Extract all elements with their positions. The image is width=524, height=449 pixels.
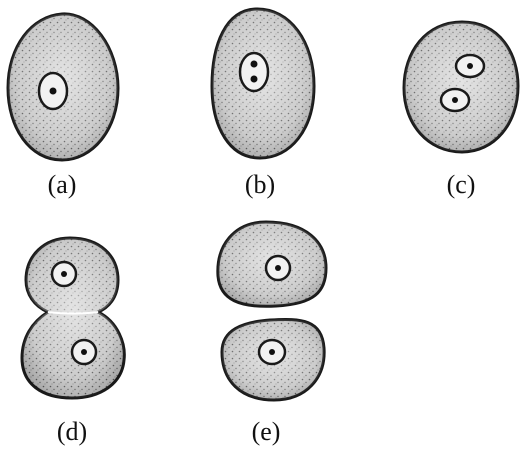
- nucleolus: [81, 349, 87, 355]
- nucleolus: [467, 63, 473, 69]
- nucleus-e-lower: [259, 340, 285, 364]
- nucleolus: [251, 61, 258, 68]
- panel-d: [22, 238, 124, 398]
- panel-b: [212, 9, 314, 158]
- nucleus-b: [240, 53, 268, 91]
- nucleus-d-upper: [52, 262, 76, 286]
- nucleolus: [269, 349, 275, 355]
- label-a: (a): [48, 170, 77, 199]
- cell-d-dividing: [22, 238, 124, 398]
- nucleus-a: [39, 73, 67, 109]
- panel-e: [218, 222, 326, 400]
- label-c: (c): [447, 170, 476, 199]
- nucleolus: [50, 88, 57, 95]
- nucleus-e-upper: [266, 256, 290, 280]
- cell-c: [404, 22, 518, 152]
- label-d: (d): [57, 417, 87, 446]
- nucleolus: [452, 97, 458, 103]
- label-e: (e): [252, 417, 281, 446]
- panel-a: [8, 14, 118, 160]
- nucleus-d-lower: [72, 340, 96, 364]
- nucleolus: [275, 265, 281, 271]
- nucleolus: [251, 76, 258, 83]
- nucleus-c-lower: [441, 89, 469, 111]
- label-b: (b): [245, 170, 275, 199]
- nucleolus: [61, 271, 67, 277]
- panel-c: [404, 22, 518, 152]
- nucleus-c-upper: [456, 55, 484, 77]
